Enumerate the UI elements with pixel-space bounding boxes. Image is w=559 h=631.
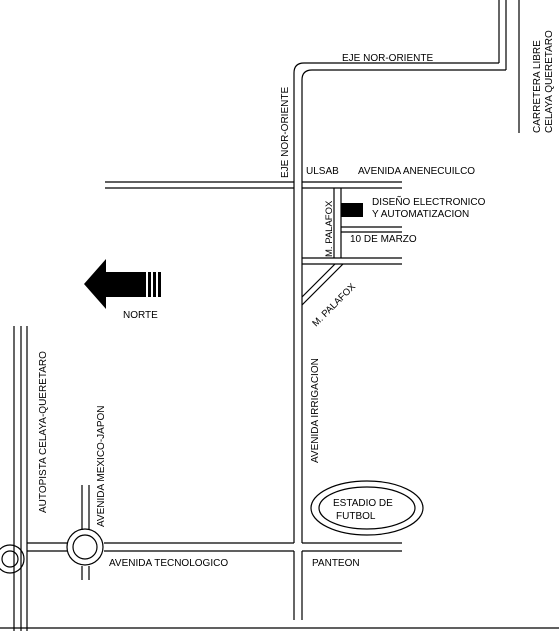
label-autopista: AUTOPISTA CELAYA-QUERETARO — [38, 351, 49, 513]
label-m-palafox-vertical: M. PALAFOX — [324, 200, 335, 257]
label-diez-de-marzo: 10 DE MARZO — [350, 234, 417, 245]
label-stadium-line1: ESTADIO DE — [333, 498, 393, 509]
location-marker-icon — [341, 203, 363, 217]
label-norte: NORTE — [123, 310, 158, 321]
label-carretera-line1: CARRETERA LIBRE — [532, 40, 543, 133]
label-destination-line2: Y AUTOMATIZACION — [372, 209, 469, 220]
road-panteon-continuation — [293, 551, 303, 620]
label-eje-nor-oriente-top: EJE NOR-ORIENTE — [342, 53, 433, 64]
roundabout-autopista — [0, 544, 25, 574]
roundabout-mexico-japon — [66, 528, 104, 566]
road-m-palafox-vertical — [302, 188, 402, 265]
road-autopista-celaya-queretaro — [13, 326, 28, 631]
label-eje-nor-oriente-vertical: EJE NOR-ORIENTE — [280, 87, 291, 178]
label-avenida-anenecuilco: AVENIDA ANENECUILCO — [358, 166, 475, 177]
road-carretera-libre — [498, 0, 520, 133]
road-avenida-anenecuilco — [105, 181, 402, 189]
road-m-palafox-diagonal — [301, 263, 344, 306]
label-avenida-tecnologico: AVENIDA TECNOLOGICO — [109, 558, 228, 569]
label-stadium-line2: FUTBOL — [336, 511, 376, 522]
stadium-outline — [310, 480, 424, 536]
road-eje-nor-oriente — [293, 62, 506, 543]
road-avenida-tecnologico — [27, 542, 402, 552]
label-avenida-mexico-japon: AVENIDA MEXICO-JAPON — [96, 405, 107, 527]
label-m-palafox-diagonal: M. PALAFOX — [310, 281, 358, 329]
road-avenida-mexico-japon — [81, 485, 90, 580]
label-ulsab: ULSAB — [306, 166, 339, 177]
label-avenida-irrigacion: AVENIDA IRRIGACION — [310, 358, 321, 463]
label-panteon: PANTEON — [312, 558, 360, 569]
north-arrow-icon — [84, 259, 161, 309]
label-carretera-line2: CELAYA QUERETARO — [544, 30, 555, 133]
label-destination-line1: DISEÑO ELECTRONICO — [372, 195, 486, 208]
